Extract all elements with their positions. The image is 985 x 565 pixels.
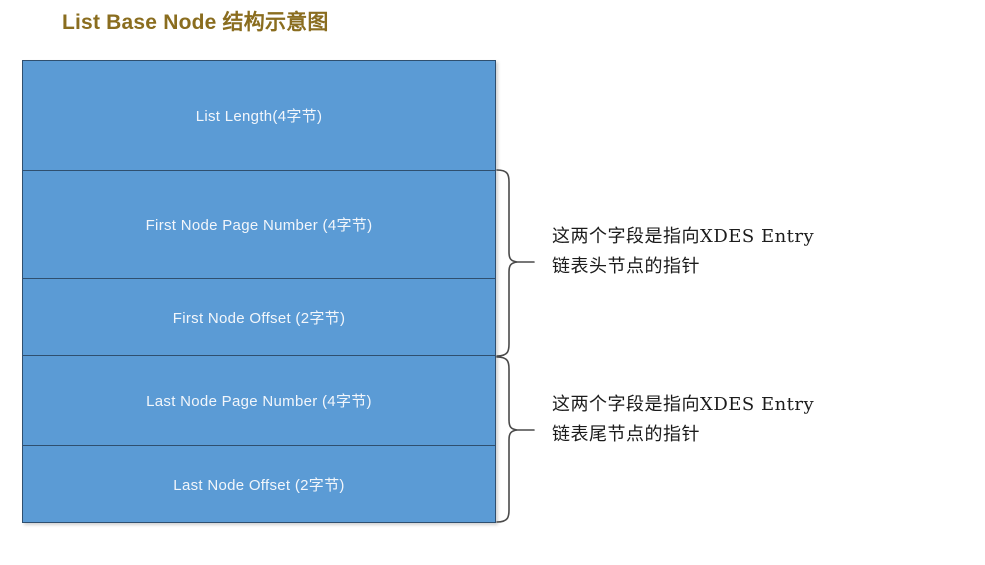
list-base-node-structure: List Length(4字节) First Node Page Number … <box>22 60 496 523</box>
field-label-list-length: List Length(4字节) <box>195 108 323 125</box>
annotation-tail-pointer-line-1: 这两个字段是指向XDES Entry <box>552 394 815 415</box>
annotation-tail-pointer-line-2: 链表尾节点的指针 <box>552 424 700 445</box>
field-box-list-length[interactable]: List Length(4字节) <box>23 61 495 171</box>
curly-brace-head-pointer <box>496 169 535 357</box>
field-label-first-node-offset: First Node Offset (2字节) <box>172 309 346 327</box>
page-title: List Base Node 结构示意图 <box>62 11 329 34</box>
field-box-last-node-offset[interactable]: Last Node Offset (2字节) <box>23 446 495 522</box>
field-box-first-node-offset[interactable]: First Node Offset (2字节) <box>23 279 495 356</box>
field-box-last-node-page-number[interactable]: Last Node Page Number (4字节) <box>23 356 495 446</box>
annotation-head-pointer: 这两个字段是指向XDES Entry 链表头节点的指针 <box>552 222 814 282</box>
field-label-last-node-page-number: Last Node Page Number (4字节) <box>146 393 372 410</box>
annotation-tail-pointer: 这两个字段是指向XDES Entry 链表尾节点的指针 <box>552 390 814 450</box>
field-box-first-node-page-number[interactable]: First Node Page Number (4字节) <box>23 171 495 279</box>
annotation-head-pointer-line-1: 这两个字段是指向XDES Entry <box>552 226 815 247</box>
field-label-last-node-offset: Last Node Offset (2字节) <box>173 476 345 494</box>
field-label-first-node-page-number: First Node Page Number (4字节) <box>145 217 373 234</box>
annotation-head-pointer-line-2: 链表头节点的指针 <box>552 256 700 277</box>
curly-brace-tail-pointer <box>496 356 535 523</box>
